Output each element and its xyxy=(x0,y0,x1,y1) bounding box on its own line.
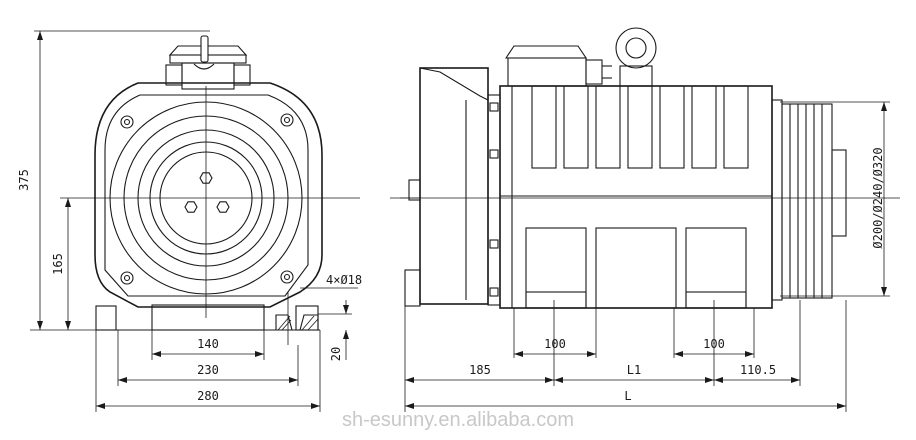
dim-label-100-right: 100 xyxy=(703,337,725,351)
front-view xyxy=(30,30,360,412)
dim-label-375: 375 xyxy=(17,169,31,191)
dim-label-280: 280 xyxy=(197,389,219,403)
dim-label-100-left: 100 xyxy=(544,337,566,351)
dim-label-165: 165 xyxy=(51,253,65,275)
dim-label-bolt-holes: 4×Ø18 xyxy=(326,273,362,287)
side-view xyxy=(390,27,900,412)
dim-label-L: L xyxy=(624,389,631,403)
watermark-text: sh-esunny.en.alibaba.com xyxy=(342,409,574,431)
dim-label-110-5: 110.5 xyxy=(740,363,776,377)
dim-label-sheave-diameters: Ø200/Ø240/Ø320 xyxy=(871,147,885,248)
dim-label-185: 185 xyxy=(469,363,491,377)
dim-label-20: 20 xyxy=(329,347,343,361)
dim-label-L1: L1 xyxy=(627,363,641,377)
dim-label-140: 140 xyxy=(197,337,219,351)
dim-label-230: 230 xyxy=(197,363,219,377)
